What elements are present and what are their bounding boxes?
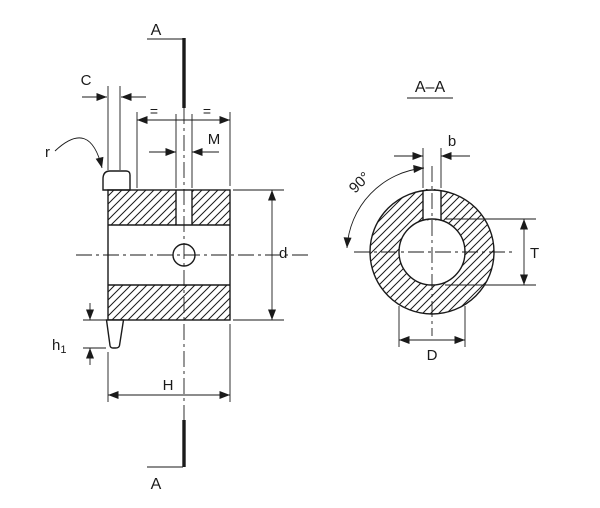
side-view	[102, 86, 231, 349]
fills-layer	[108, 189, 495, 320]
radius-leader	[54, 137, 104, 169]
section-view-title: A–A	[415, 79, 446, 96]
hatch-top-left	[108, 190, 176, 225]
hatch-bottom	[108, 285, 230, 320]
hub-outline	[107, 189, 231, 321]
radius-label: r	[45, 144, 50, 161]
tooth-bottom-outline	[105, 319, 125, 349]
angle-label: 90°	[346, 169, 374, 197]
dim-h1-base: h	[52, 337, 60, 354]
dim-m-label: M	[208, 131, 221, 148]
dim-h1-subscript: 1	[60, 344, 66, 356]
dim-bore-label: D	[427, 347, 438, 364]
dim-h1-label: h1	[52, 337, 66, 356]
dim-b-label: b	[448, 133, 456, 150]
hatch-top-right	[192, 190, 230, 225]
bore-circle	[398, 218, 466, 286]
hub-hole-outline	[172, 243, 196, 267]
section-marker-top-label: A	[151, 22, 162, 39]
dim-d-label: d	[279, 245, 287, 262]
tooth-top-outline	[102, 170, 131, 191]
dim-t-label: T	[530, 245, 539, 262]
equal-mark-left: =	[150, 103, 158, 119]
equal-mark-right: =	[203, 103, 211, 119]
section-plane-marks: A A	[147, 22, 186, 493]
section-marker-bottom-label: A	[151, 476, 162, 493]
dim-h-label: H	[163, 377, 174, 394]
side-view-dimensions: C r = = M d h1 H	[45, 72, 287, 402]
angle-arc	[343, 164, 425, 249]
section-view: A–A b 90° T D	[343, 79, 539, 364]
dim-c-label: C	[81, 72, 92, 89]
outer-circle	[369, 189, 495, 315]
